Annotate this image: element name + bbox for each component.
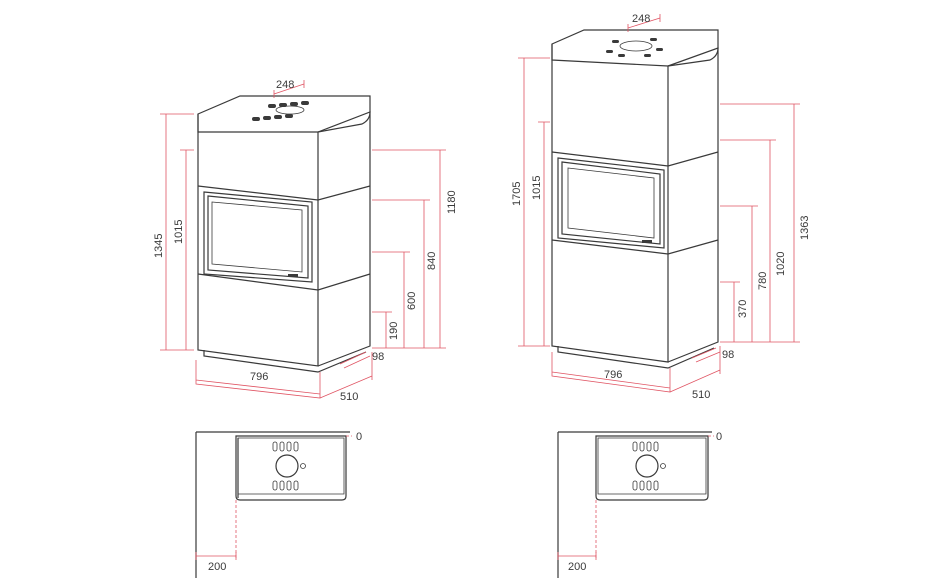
dim-left-796: 796 xyxy=(250,371,268,383)
plan-left-stove-outline xyxy=(235,435,347,501)
stove-right-door-handle xyxy=(642,240,652,243)
stove-left-side-face xyxy=(317,111,371,367)
stove-right-door-frame xyxy=(561,161,661,245)
dim-right-796: 796 xyxy=(604,369,622,381)
stove-left-seam-lower xyxy=(197,273,371,291)
stove-right-front-face xyxy=(551,44,669,363)
dim-left-1180: 1180 xyxy=(446,190,458,214)
dim-right-780: 780 xyxy=(757,272,769,290)
dim-right-1020: 1020 xyxy=(775,252,787,276)
stove-left-front-face xyxy=(197,114,319,367)
stove-left-door-handle xyxy=(288,274,298,277)
dim-right-1015: 1015 xyxy=(531,176,543,200)
plan-left-flue-outlet xyxy=(275,454,299,478)
dim-left-190: 190 xyxy=(388,322,400,340)
dim-right-1705: 1705 xyxy=(511,182,523,206)
stove-left-door-frame xyxy=(207,195,309,279)
plan-left-view: 0 200 xyxy=(195,431,362,578)
dim-left-600: 600 xyxy=(406,292,418,310)
plan-right-vents xyxy=(632,441,659,491)
stove-left-door xyxy=(203,191,313,283)
plan-right-view: 0 200 xyxy=(557,431,722,578)
stove-right-side-face xyxy=(667,47,719,363)
dim-left-248: 248 xyxy=(276,79,294,91)
dim-right-1363: 1363 xyxy=(799,216,811,240)
dim-right-370: 370 xyxy=(737,300,749,318)
stove-left-base xyxy=(203,350,367,373)
stove-left-dimensions xyxy=(160,80,446,399)
dim-left-510: 510 xyxy=(340,391,358,403)
dim-plan-left-0: 0 xyxy=(356,431,362,443)
stove-left-view: 248 1345 1015 1180 840 600 190 98 796 51… xyxy=(153,79,458,403)
stove-right-door-glass xyxy=(567,167,655,239)
dim-right-98: 98 xyxy=(722,349,734,361)
dim-right-510: 510 xyxy=(692,389,710,401)
dim-left-840: 840 xyxy=(426,252,438,270)
dim-right-248: 248 xyxy=(632,13,650,25)
stove-right-base xyxy=(557,346,715,369)
dim-left-98: 98 xyxy=(372,351,384,363)
dim-plan-left-200: 200 xyxy=(208,561,226,573)
dim-left-1015: 1015 xyxy=(173,220,185,244)
stove-right-top xyxy=(551,29,719,67)
stove-left-top xyxy=(197,95,371,133)
stove-right-top-vents xyxy=(606,38,663,57)
stove-right-seam-lower xyxy=(551,239,719,255)
dim-plan-right-0: 0 xyxy=(716,431,722,443)
plan-left-vents xyxy=(272,441,299,491)
stove-right-dimensions xyxy=(518,14,800,393)
stove-left-top-vents xyxy=(252,101,309,121)
stove-left-door-glass xyxy=(211,201,303,273)
stove-right-view: 248 1705 1015 1363 1020 780 370 98 796 5… xyxy=(511,13,811,401)
plan-right-flue-outlet xyxy=(635,454,659,478)
dim-plan-right-200: 200 xyxy=(568,561,586,573)
dim-left-1345: 1345 xyxy=(153,234,165,258)
stove-right-door xyxy=(557,157,665,249)
stove-left-seam-upper xyxy=(197,185,371,201)
stove-right-seam-upper xyxy=(551,151,719,167)
plan-right-stove-outline xyxy=(595,435,709,501)
